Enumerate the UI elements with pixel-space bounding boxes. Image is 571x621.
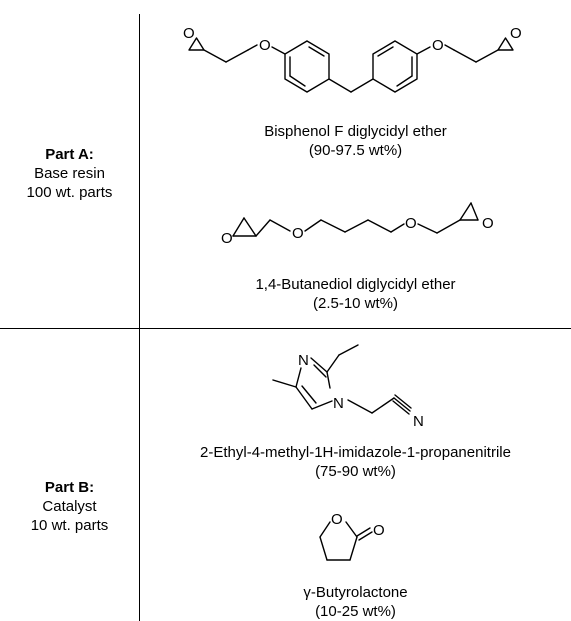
table-vertical-divider bbox=[139, 14, 140, 621]
part-b-amount: 10 wt. parts bbox=[30, 517, 109, 534]
component-name: 1,4-Butanediol diglycidyl ether bbox=[255, 276, 456, 293]
svg-text:O: O bbox=[183, 25, 195, 42]
part-b-role: Catalyst bbox=[42, 498, 97, 515]
svg-text:N: N bbox=[333, 395, 344, 412]
component-name: 2-Ethyl-4-methyl-1H-imidazole-1-propanen… bbox=[200, 444, 511, 461]
component-name: γ-Butyrolactone bbox=[303, 584, 408, 601]
svg-text:O: O bbox=[221, 230, 233, 247]
bisphenol-f-caption: Bisphenol F diglycidyl ether (90-97.5 wt… bbox=[140, 122, 571, 160]
component-name: Bisphenol F diglycidyl ether bbox=[264, 123, 447, 140]
svg-text:O: O bbox=[405, 215, 417, 232]
part-b-heading: Part B: bbox=[44, 479, 95, 496]
svg-text:O: O bbox=[510, 25, 522, 42]
butanediol-caption: 1,4-Butanediol diglycidyl ether (2.5-10 … bbox=[140, 275, 571, 313]
imidazole-propanenitrile-structure: N N N bbox=[272, 344, 424, 430]
part-a-amount: 100 wt. parts bbox=[26, 184, 113, 201]
svg-text:N: N bbox=[413, 413, 424, 430]
part-a-heading: Part A: bbox=[45, 146, 94, 163]
part-a-label: Part A: Base resin 100 wt. parts bbox=[0, 145, 139, 202]
part-b-label: Part B: Catalyst 10 wt. parts bbox=[0, 478, 139, 535]
butyrolactone-caption: γ-Butyrolactone (10-25 wt%) bbox=[140, 583, 571, 621]
component-fraction: (2.5-10 wt%) bbox=[312, 295, 399, 312]
svg-text:O: O bbox=[482, 215, 494, 232]
component-fraction: (10-25 wt%) bbox=[315, 603, 396, 620]
svg-text:O: O bbox=[432, 37, 444, 54]
svg-text:N: N bbox=[298, 352, 309, 369]
component-fraction: (90-97.5 wt%) bbox=[308, 142, 403, 159]
svg-text:O: O bbox=[331, 511, 343, 528]
table-horizontal-divider bbox=[0, 328, 571, 329]
component-fraction: (75-90 wt%) bbox=[315, 463, 396, 480]
svg-text:O: O bbox=[259, 37, 271, 54]
bisphenol-f-diglycidyl-ether-structure: O O O O bbox=[183, 25, 522, 93]
imidazole-caption: 2-Ethyl-4-methyl-1H-imidazole-1-propanen… bbox=[140, 443, 571, 481]
svg-text:O: O bbox=[292, 225, 304, 242]
part-a-role: Base resin bbox=[34, 165, 105, 182]
butyrolactone-structure: O O bbox=[319, 511, 385, 561]
butanediol-diglycidyl-ether-structure: O O O O bbox=[221, 202, 494, 247]
svg-text:O: O bbox=[373, 522, 385, 539]
